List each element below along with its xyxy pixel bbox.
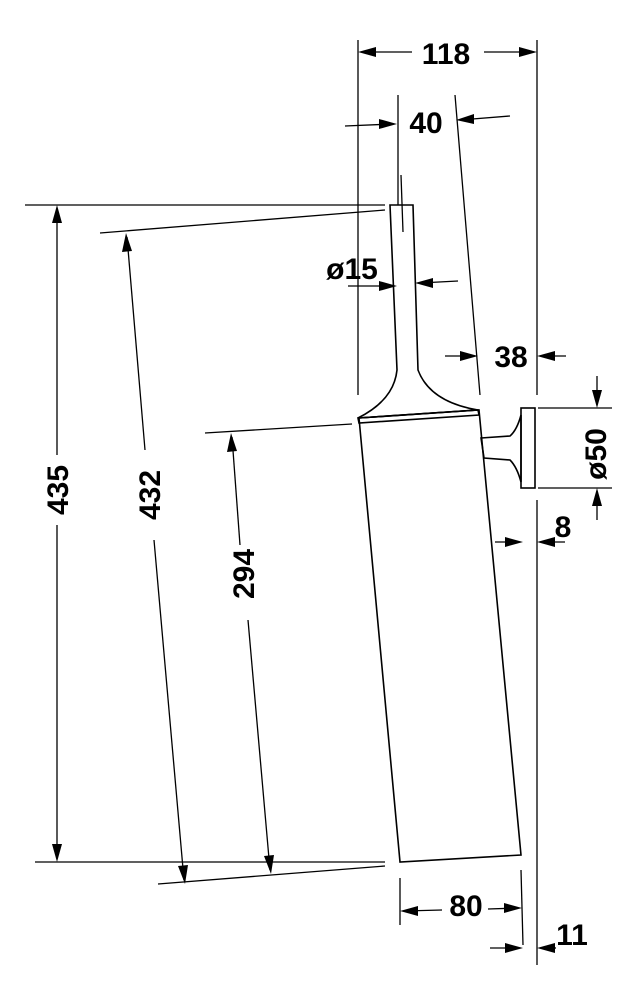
- product-outline: [357, 174, 536, 863]
- wall-mount-arm: [480, 414, 522, 483]
- dim-11: 11: [490, 919, 588, 953]
- dim-d50: ø50: [580, 376, 613, 520]
- dim-294-label: 294: [228, 549, 261, 599]
- dim-80: 80: [400, 890, 522, 923]
- extension-lines: [25, 40, 612, 965]
- container-body: [358, 409, 522, 863]
- dim-432: 432: [122, 233, 188, 884]
- dim-38: 38: [445, 341, 566, 374]
- handle-top-centerline: [400, 174, 404, 233]
- dim-40-label: 40: [409, 107, 442, 140]
- dim-294: 294: [227, 433, 274, 874]
- dim-11-label: 11: [556, 919, 588, 952]
- dim-d15-label: ø15: [326, 253, 378, 286]
- dim-8-label: 8: [555, 511, 572, 544]
- dim-d15: ø15: [326, 253, 459, 291]
- dim-432-label: 432: [134, 470, 167, 520]
- dim-80-label: 80: [449, 890, 482, 923]
- dim-40: 40: [344, 107, 511, 140]
- dim-38-label: 38: [494, 341, 527, 374]
- dim-118: 118: [358, 38, 537, 71]
- dim-118-label: 118: [422, 38, 470, 71]
- dim-d50-label: ø50: [580, 428, 613, 480]
- brush-handle: [357, 204, 479, 419]
- dim-435: 435: [42, 205, 75, 862]
- dim-8: 8: [495, 511, 571, 547]
- wall-mount-plate: [520, 407, 536, 489]
- dim-435-label: 435: [42, 465, 75, 515]
